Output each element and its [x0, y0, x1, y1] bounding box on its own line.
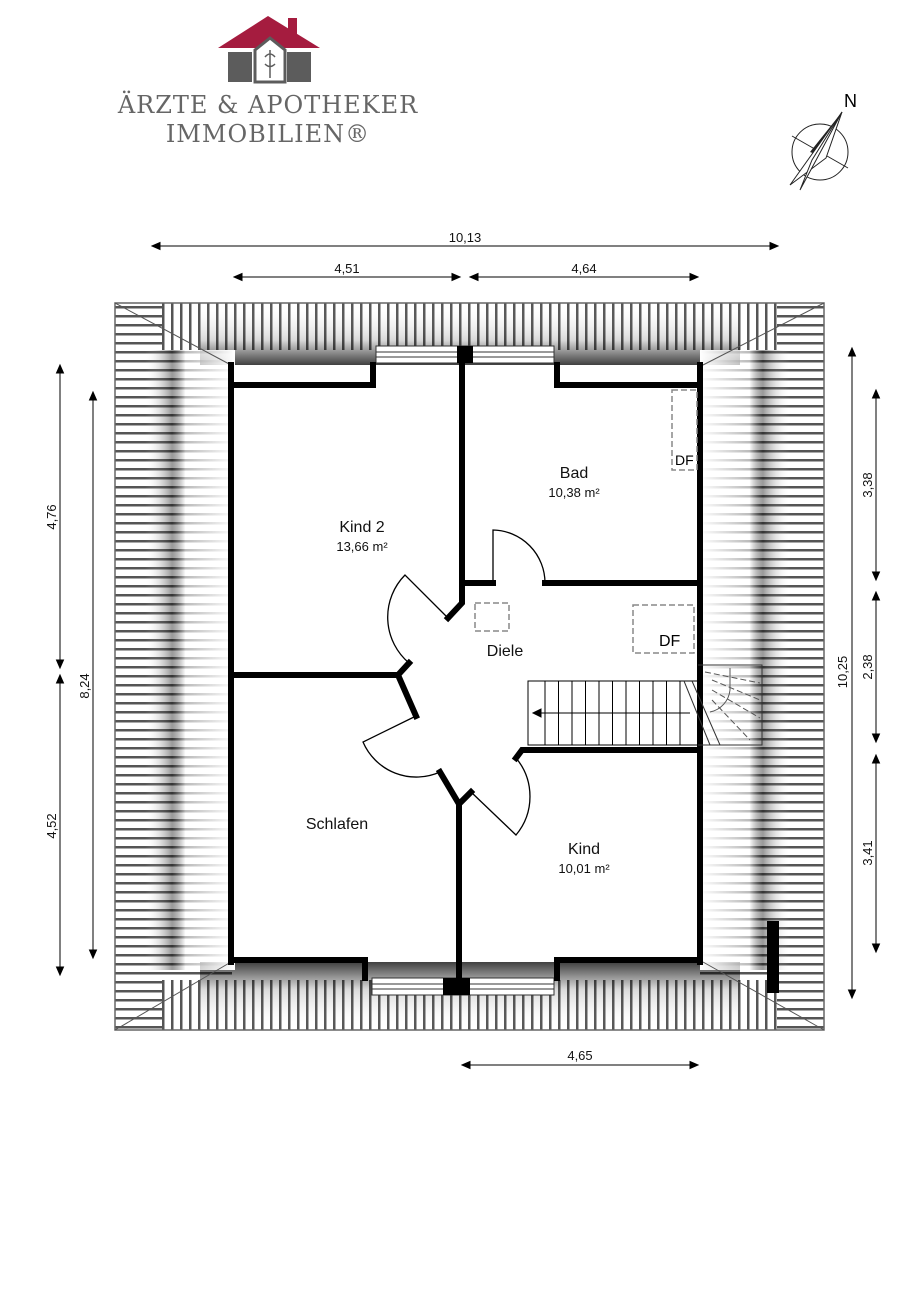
- roof-outline: [114, 302, 825, 1031]
- room-area-bad: 10,38 m²: [548, 485, 600, 500]
- dimension-arrowhead: [847, 346, 857, 357]
- dim-right-middle: 2,38: [860, 654, 875, 679]
- logo-roof: [218, 16, 320, 48]
- room-name-bad: Bad: [560, 465, 588, 482]
- dim-top-right: 4,64: [571, 261, 596, 276]
- staircase: [527, 664, 763, 746]
- dim-right-upper: 3,38: [860, 472, 875, 497]
- dim-bottom: 4,65: [567, 1048, 592, 1063]
- dimension-arrowhead: [871, 388, 881, 399]
- dimension-arrowhead: [689, 1060, 700, 1070]
- dimension-arrowhead: [689, 272, 700, 282]
- room-area-kind2: 13,66 m²: [336, 539, 388, 554]
- dimension-arrowhead: [55, 363, 65, 374]
- dim-top-total: 10,13: [449, 230, 482, 245]
- room-area-kind: 10,01 m²: [558, 861, 610, 876]
- room-name-kind: Kind: [568, 841, 600, 858]
- dimension-arrowhead: [150, 241, 161, 251]
- dim-top-left: 4,51: [334, 261, 359, 276]
- room-name-kind2: Kind 2: [339, 519, 384, 536]
- company-logo: ÄRZTE & APOTHEKER IMMOBILIEN®: [117, 16, 418, 148]
- dimension-arrowhead: [468, 272, 479, 282]
- dim-left-lower: 4,52: [44, 813, 59, 838]
- dimension-lines: [55, 241, 881, 1070]
- dimension-arrowhead: [460, 1060, 471, 1070]
- windows: [371, 345, 555, 996]
- logo-line-2: IMMOBILIEN®: [166, 120, 370, 148]
- dim-right-total: 10,25: [835, 656, 850, 689]
- logo-line-1: ÄRZTE & APOTHEKER: [117, 90, 418, 119]
- skylight-label-diele: DF: [659, 633, 681, 650]
- dimension-arrowhead: [55, 659, 65, 670]
- skylights: [474, 389, 698, 654]
- doors: [362, 529, 546, 836]
- dim-left-total: 8,24: [77, 673, 92, 698]
- dimension-arrowhead: [55, 673, 65, 684]
- room-name-schlafen: Schlafen: [306, 816, 368, 833]
- dimension-arrowhead: [55, 966, 65, 977]
- dimension-arrowhead: [88, 949, 98, 960]
- dimension-arrowhead: [871, 753, 881, 764]
- dim-left-upper: 4,76: [44, 504, 59, 529]
- dimension-arrowhead: [871, 571, 881, 582]
- dimension-arrowhead: [451, 272, 462, 282]
- dimension-arrowhead: [871, 590, 881, 601]
- dimension-arrowhead: [871, 733, 881, 744]
- north-arrow-icon: N: [789, 91, 857, 191]
- skylight-label-bad: DF: [675, 452, 694, 468]
- dimension-arrowhead: [871, 943, 881, 954]
- walls: [228, 362, 779, 993]
- dim-right-lower: 3,41: [860, 840, 875, 865]
- compass-north-label: N: [844, 91, 857, 111]
- dimension-arrowhead: [847, 989, 857, 1000]
- dimension-arrowhead: [232, 272, 243, 282]
- dimension-arrowhead: [88, 390, 98, 401]
- caduceus-icon: [264, 50, 276, 78]
- room-name-diele: Diele: [487, 643, 524, 660]
- dimension-arrowhead: [769, 241, 780, 251]
